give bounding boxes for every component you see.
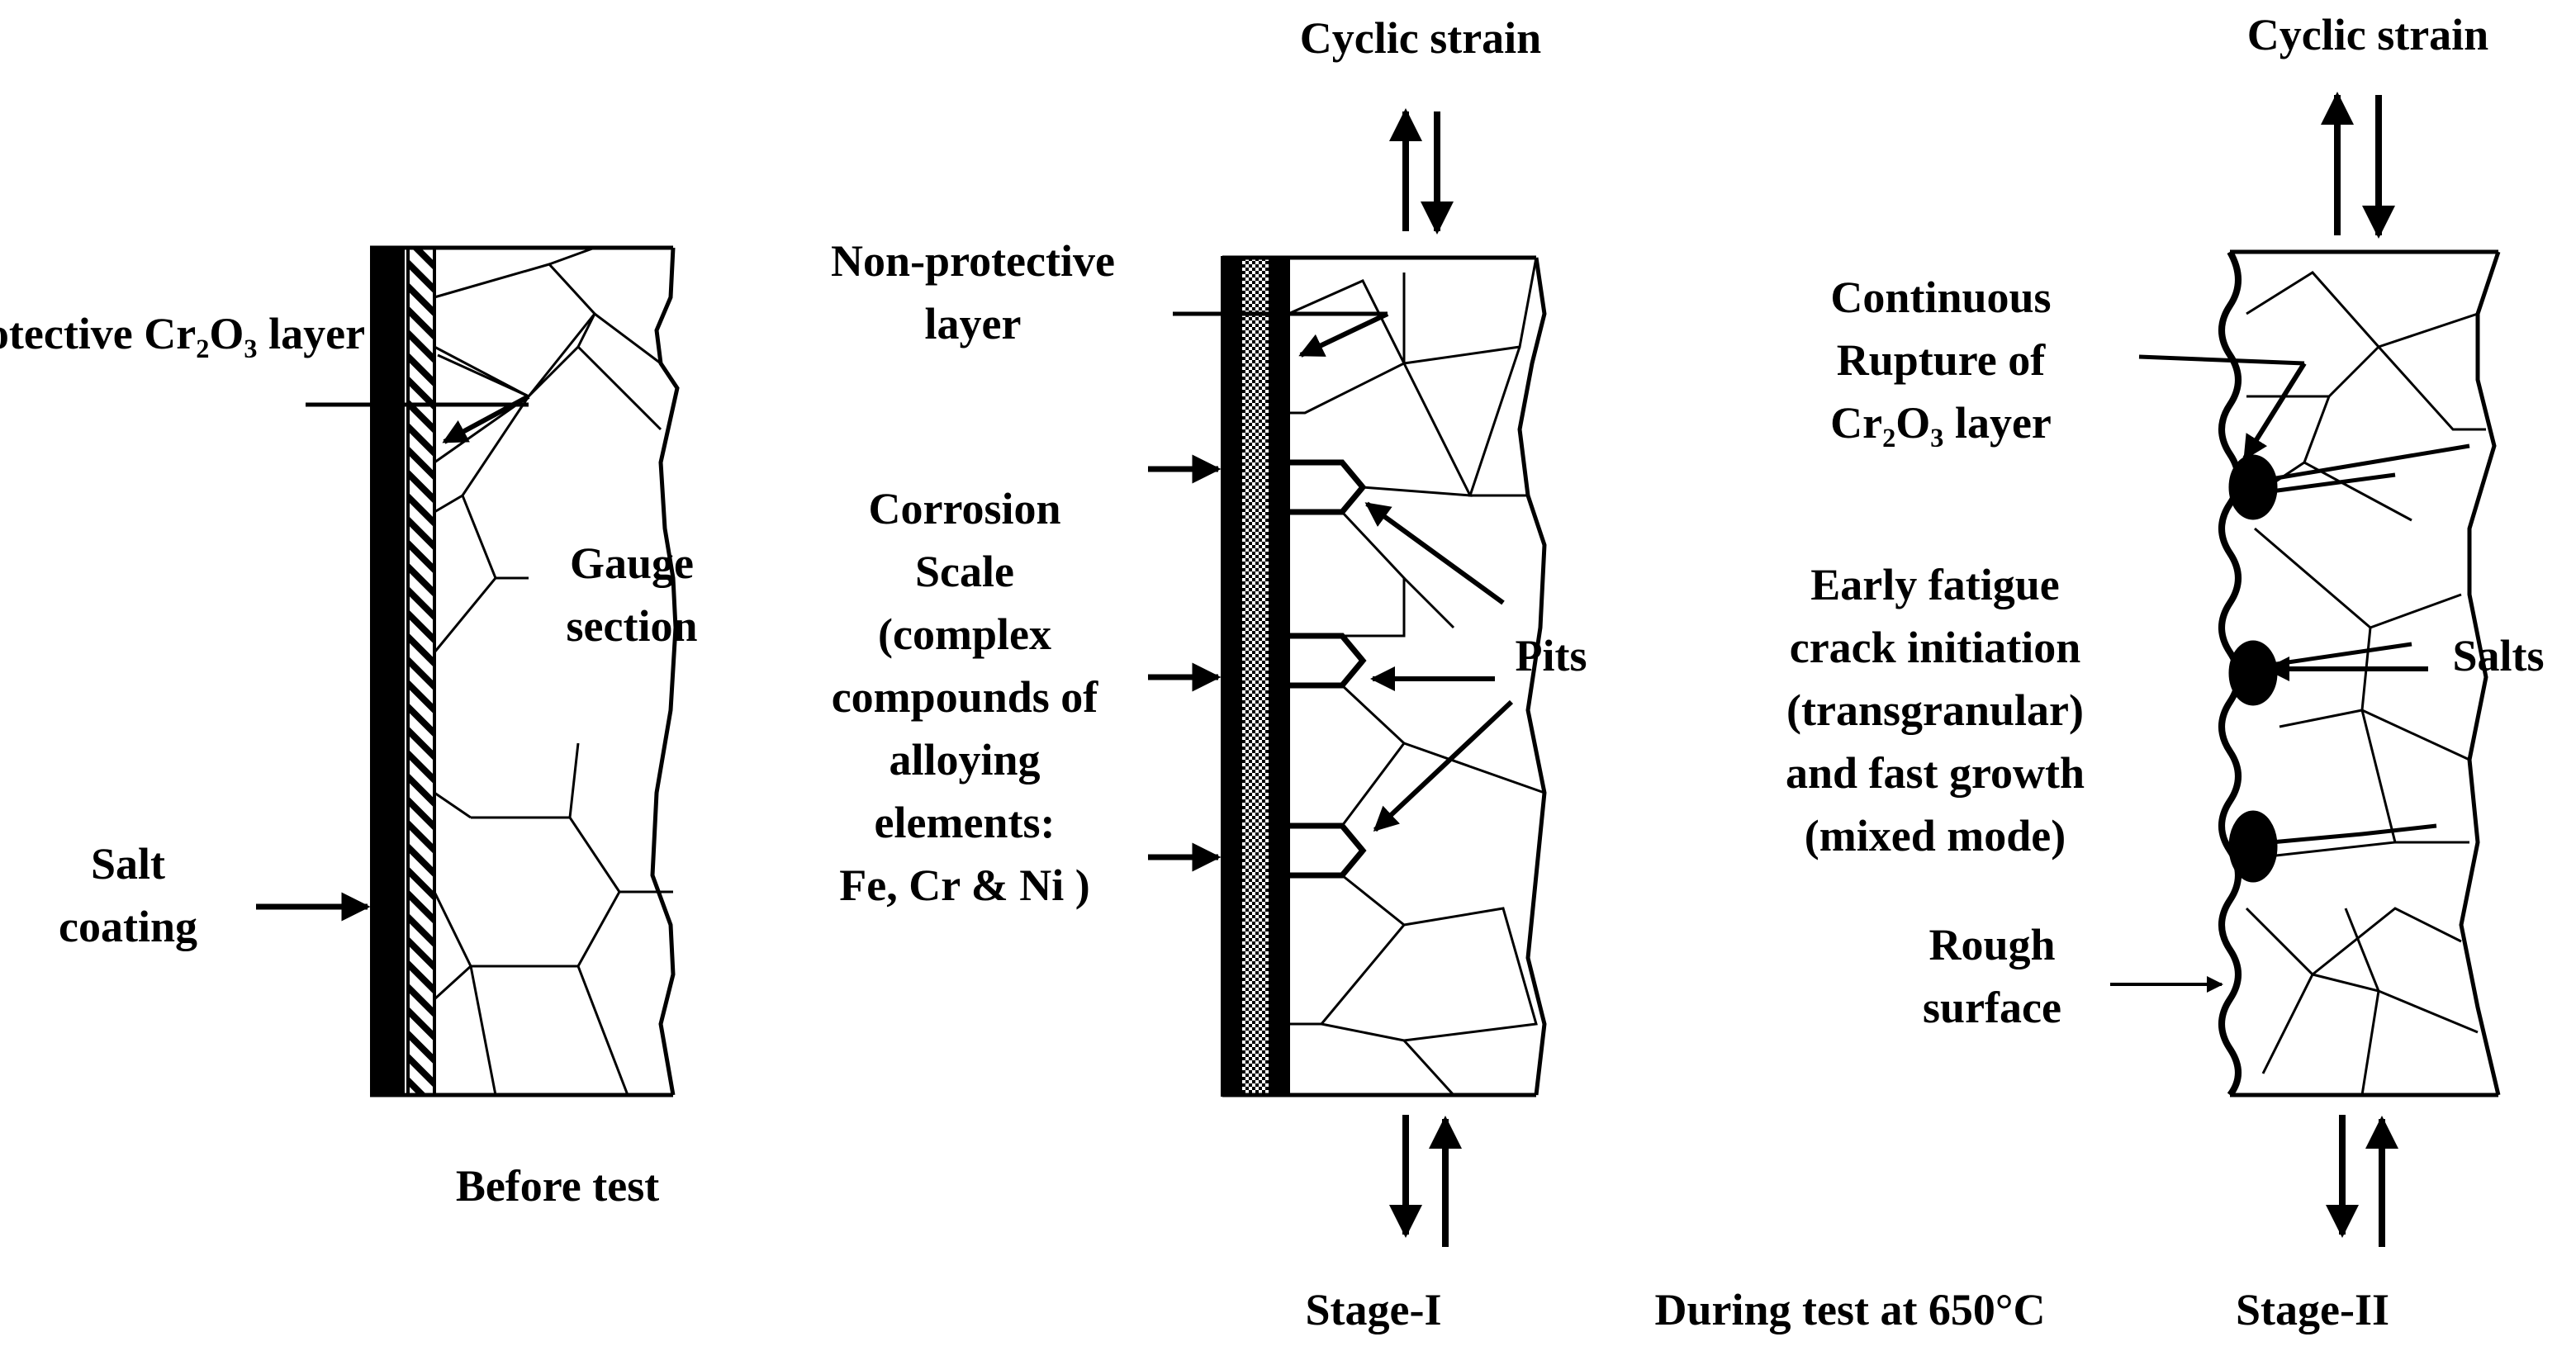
stage2-cyclic-strain-label: Cyclic strain [2246,10,2489,59]
protective-layer-label: Protective Cr₂O₃ layer [0,309,366,358]
salts-label: Salts [2452,631,2545,680]
gauge-boundary [650,247,680,1096]
before-test-panel [256,245,680,1097]
before-test-caption: Before test [455,1161,660,1211]
stage1-cyclic-strain-label: Cyclic strain [1299,13,1542,63]
grain-boundaries [433,246,673,1096]
rough-surface-label: Rough surface [1923,920,2061,1032]
stage1-panel [1148,108,1547,1247]
stage2-caption: Stage-II [2236,1285,2389,1334]
stage2-panel [2110,92,2501,1247]
fatigue-crack-label: Early fatigue crack initiation (transgra… [1785,560,2085,860]
stage1-grain-boundaries [1288,257,1545,1097]
pits-label: Pits [1515,631,1587,680]
pit-arrow-1 [1364,501,1505,605]
non-protective-layer-label: Non-protective layer [831,236,1115,348]
corrosion-scale-label: Corrosion Scale (complex compounds of al… [831,484,1098,910]
stage2-grain-boundaries [2245,271,2486,1096]
gauge-section-label: Gauge section [566,538,698,651]
during-test-caption: During test at 650°C [1654,1285,2046,1334]
stage1-caption: Stage-I [1305,1285,1442,1334]
rupture-label: Continuous Rupture of Cr₂O₃ layer [1830,273,2052,448]
pit-arrow-3 [1373,699,1514,832]
rupture-leader [2138,354,2305,366]
salt-coating-label: Salt coating [59,839,197,951]
fatigue-cracks [2270,443,2470,845]
